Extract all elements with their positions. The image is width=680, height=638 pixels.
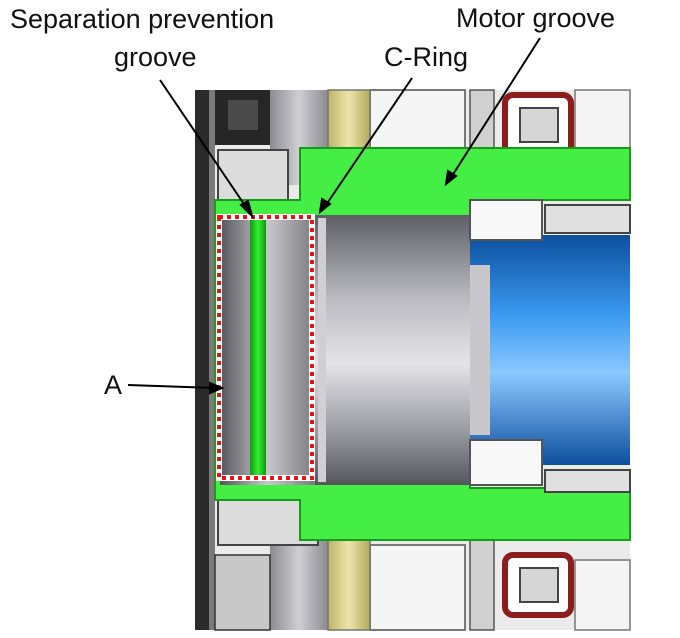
shaft bbox=[220, 215, 470, 485]
separation-prevention-groove bbox=[250, 220, 266, 478]
label-separation-line1: Separation prevention bbox=[10, 4, 274, 34]
motor-shaft bbox=[470, 235, 630, 465]
label-a: A bbox=[104, 370, 122, 400]
label-separation-line2: groove bbox=[114, 42, 197, 72]
label-motor-groove: Motor groove bbox=[456, 3, 615, 33]
label-c-ring: C-Ring bbox=[384, 42, 468, 72]
leader-lines bbox=[127, 37, 541, 395]
oil-seals bbox=[502, 92, 574, 618]
bearings bbox=[469, 199, 631, 493]
